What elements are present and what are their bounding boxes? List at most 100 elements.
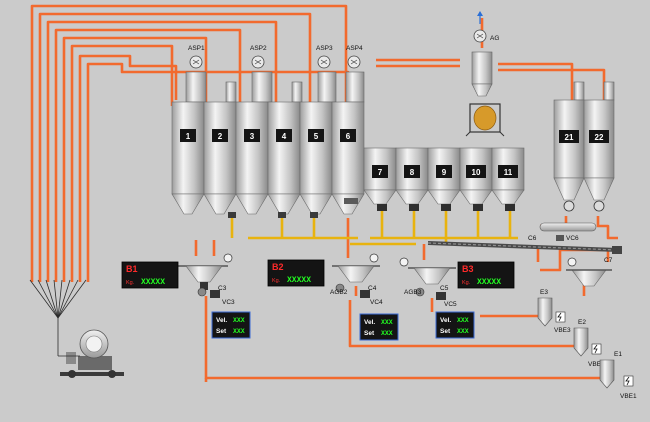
silo-1-number: 1 — [186, 132, 191, 141]
scale-b2-kg-value: XXXXX — [287, 276, 311, 285]
e3-label: E3 — [540, 289, 548, 296]
speed-panel-1[interactable]: Vel. XXX Set XXX — [211, 311, 251, 339]
suction-unit-asp1[interactable]: ASP1 — [185, 45, 207, 103]
c3-label: C3 — [218, 285, 227, 292]
c6-label: C6 — [528, 235, 537, 242]
silo-5[interactable]: 5 — [299, 101, 333, 215]
screw-conveyor-c7[interactable]: C7 — [427, 241, 622, 264]
scale-display-b2[interactable]: B2 Kg. XXXXX — [267, 259, 325, 287]
silo-6-number: 6 — [346, 132, 351, 141]
motor-icon — [556, 235, 564, 241]
speed-panel-2[interactable]: Vel. XXX Set XXX — [359, 313, 399, 341]
e2-label: E2 — [578, 319, 586, 326]
vc5-label: VC5 — [444, 301, 457, 308]
silo-2[interactable]: 2 — [203, 101, 237, 215]
silo-21[interactable]: 21 — [553, 99, 585, 212]
silo-3[interactable]: 3 — [235, 101, 269, 215]
asp3-label: ASP3 — [316, 45, 333, 52]
silo-4[interactable]: 4 — [267, 101, 301, 215]
scale-b3-name: B3 — [462, 264, 474, 274]
scale-b3-kg-label: Kg. — [462, 280, 471, 286]
weigh-hopper-b2[interactable]: C4 AGB2 VC4 — [330, 253, 383, 306]
vel-label: Vel. — [216, 317, 227, 324]
e1-label: E1 — [614, 351, 622, 358]
vc3-label: VC3 — [222, 299, 235, 306]
suction-unit-asp3[interactable]: ASP3 — [316, 45, 337, 103]
motor-icon — [612, 246, 622, 254]
silo-5-number: 5 — [314, 132, 319, 141]
receiver-e3[interactable]: E3 VBE3 — [537, 289, 571, 334]
hose-fan — [29, 279, 87, 357]
silo-22[interactable]: 22 — [583, 99, 615, 212]
weigh-hopper-b3[interactable]: C5 AGB3 VC5 — [399, 257, 457, 308]
receiver-e1[interactable]: E1 VBE1 — [599, 351, 637, 400]
c7-label: C7 — [604, 257, 613, 264]
silo-1[interactable]: 1 — [171, 101, 205, 215]
silo-22-number: 22 — [595, 133, 604, 142]
valve-icon — [335, 283, 345, 293]
agb2-label: AGB2 — [330, 289, 348, 296]
asp1-label: ASP1 — [188, 45, 205, 52]
gauge-icon — [223, 253, 233, 263]
silo-9[interactable]: 9 — [427, 147, 461, 211]
scale-b1-name: B1 — [126, 264, 138, 274]
valve-icon — [415, 287, 425, 297]
suction-unit-asp2[interactable]: ASP2 — [250, 45, 273, 103]
scale-display-b3[interactable]: B3 Kg. XXXXX — [457, 261, 515, 289]
silo-3-number: 3 — [250, 132, 255, 141]
set-label: Set — [364, 330, 375, 337]
scale-b2-kg-label: Kg. — [272, 278, 281, 284]
vbe1-label: VBE1 — [620, 393, 637, 400]
vel-label: Vel. — [364, 319, 375, 326]
valve-icon — [197, 287, 207, 297]
silo-9-number: 9 — [442, 168, 447, 177]
asp2-label: ASP2 — [250, 45, 267, 52]
set-label: Set — [216, 328, 227, 335]
weigh-hopper-b1[interactable]: C3 VC3 — [178, 253, 235, 306]
scale-display-b1[interactable]: B1 Kg. XXXXX — [121, 261, 179, 289]
asp4-label: ASP4 — [346, 45, 363, 52]
silo-6[interactable]: 6 — [331, 101, 365, 215]
vel-label: Vel. — [440, 317, 451, 324]
silo-10-number: 10 — [472, 168, 481, 177]
scale-b1-kg-label: Kg. — [126, 280, 135, 286]
scale-b1-kg-value: XXXXX — [141, 278, 165, 287]
vbe2-label: VBE2 — [588, 361, 605, 368]
c4-label: C4 — [368, 285, 377, 292]
gauge-icon — [567, 257, 577, 267]
set-value: XXX — [233, 328, 245, 335]
scale-b2-name: B2 — [272, 262, 284, 272]
silo-11[interactable]: 11 — [491, 147, 525, 211]
vbe3-label: VBE3 — [554, 327, 571, 334]
silo-7-number: 7 — [378, 168, 383, 177]
suction-unit-asp4[interactable]: ASP4 — [345, 45, 365, 103]
set-value: XXX — [381, 330, 393, 337]
bag-unloader[interactable]: AG — [465, 11, 505, 137]
vc4-label: VC4 — [370, 299, 383, 306]
silo-4-number: 4 — [282, 132, 287, 141]
conveyor-c6[interactable]: C6 VC6 — [528, 222, 597, 242]
receiver-e2[interactable]: E2 VBE2 — [573, 319, 605, 368]
scale-b3-kg-value: XXXXX — [477, 278, 501, 287]
vel-value: XXX — [381, 319, 393, 326]
right-silo-group: 21 22 — [553, 81, 615, 212]
silo-8[interactable]: 8 — [395, 147, 429, 211]
short-silo-group: 7 8 9 10 11 — [363, 147, 525, 211]
hopper-right[interactable] — [566, 257, 612, 287]
agb3-label: AGB3 — [404, 289, 422, 296]
tanker-truck[interactable] — [60, 329, 124, 378]
speed-panel-3[interactable]: Vel. XXX Set XXX — [435, 311, 475, 339]
gauge-icon — [399, 257, 409, 267]
silo-2-number: 2 — [218, 132, 223, 141]
silo-8-number: 8 — [410, 168, 415, 177]
silo-21-number: 21 — [565, 133, 574, 142]
silo-10[interactable]: 10 — [459, 147, 493, 211]
vel-value: XXX — [457, 317, 469, 324]
screw-feeder-lines — [230, 210, 518, 246]
tall-silo-group: 1 2 3 4 5 6 — [171, 101, 365, 218]
gauge-icon — [369, 253, 379, 263]
ag-label: AG — [490, 35, 499, 42]
c5-label: C5 — [440, 285, 449, 292]
silo-7[interactable]: 7 — [363, 147, 397, 211]
